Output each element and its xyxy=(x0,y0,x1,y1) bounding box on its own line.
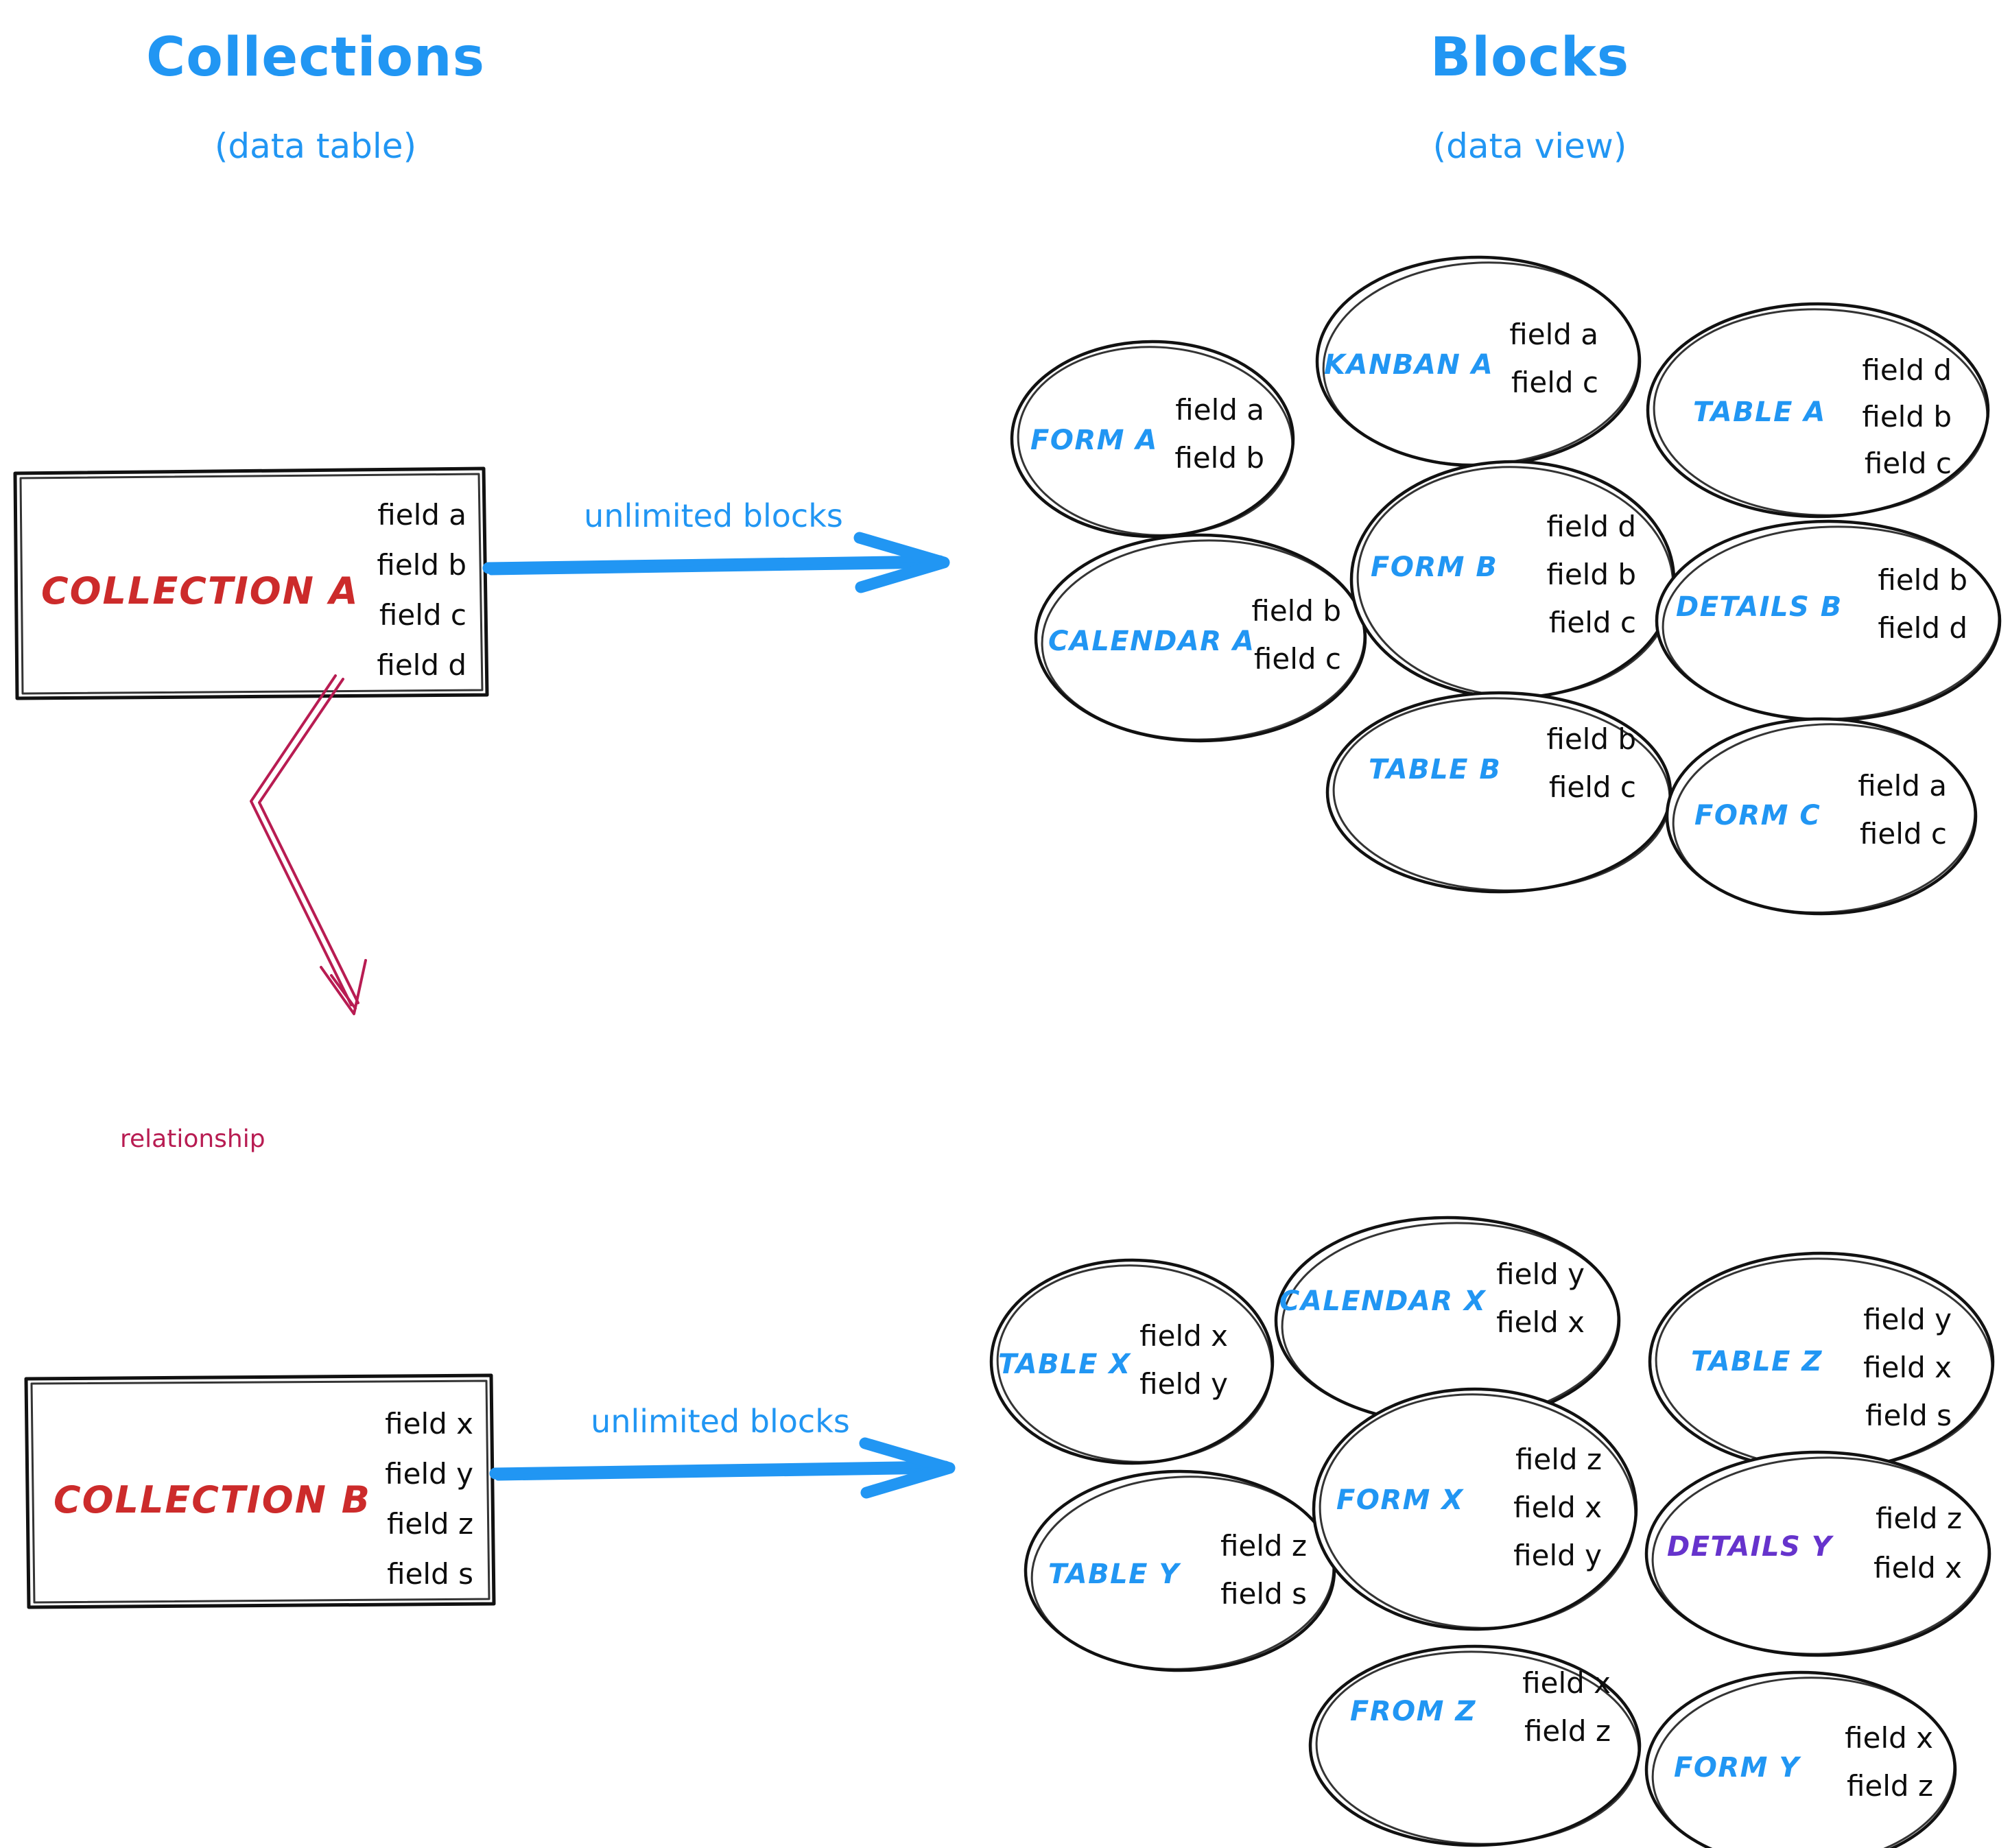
arrow-label-top: unlimited blocks xyxy=(584,497,843,534)
block-calendar-x-field-1: field x xyxy=(1496,1305,1585,1339)
block-label-table-a: TABLE A xyxy=(1693,396,1826,428)
relationship-label: relationship xyxy=(120,1125,265,1153)
block-label-table-z: TABLE Z xyxy=(1691,1346,1823,1377)
block-details-b-field-0: field b xyxy=(1878,563,1967,597)
block-table-y-field-0: field z xyxy=(1220,1529,1307,1563)
block-table-y-field-1: field s xyxy=(1220,1577,1307,1611)
block-label-form-a: FORM A xyxy=(1030,425,1158,456)
block-form-c-field-0: field a xyxy=(1858,769,1947,803)
collection-a-field-2: field c xyxy=(379,598,466,632)
block-form-b-field-0: field d xyxy=(1546,510,1636,543)
block-label-form-c: FORM C xyxy=(1694,800,1821,831)
block-kanban-a-field-1: field c xyxy=(1511,366,1598,399)
unlimited-blocks-arrow-bottom xyxy=(489,1437,956,1499)
block-table-x-field-1: field y xyxy=(1139,1367,1228,1401)
ellipse-calendar-a xyxy=(1034,533,1367,743)
block-details-y-field-1: field x xyxy=(1873,1551,1962,1585)
ellipse-form-a xyxy=(1010,340,1295,538)
block-table-a-field-0: field d xyxy=(1862,353,1952,387)
block-table-b-field-0: field b xyxy=(1546,722,1636,756)
block-table-z-field-2: field s xyxy=(1865,1399,1952,1432)
block-form-x-field-2: field y xyxy=(1513,1539,1602,1572)
block-form-b-field-1: field b xyxy=(1546,558,1636,591)
block-details-y-field-0: field z xyxy=(1876,1502,1962,1535)
block-label-table-b: TABLE B xyxy=(1369,754,1501,785)
block-table-a-field-2: field c xyxy=(1865,447,1952,480)
ellipse-from-z xyxy=(1308,1644,1642,1847)
block-table-z-field-0: field y xyxy=(1863,1303,1952,1336)
collection-a-box xyxy=(13,466,489,700)
block-table-z-field-1: field x xyxy=(1863,1351,1952,1384)
collection-b-field-0: field x xyxy=(385,1407,473,1441)
block-label-details-y: DETAILS Y xyxy=(1667,1531,1834,1563)
ellipse-form-y xyxy=(1644,1670,1957,1848)
ellipse-calendar-x xyxy=(1274,1216,1621,1425)
block-form-a-field-0: field a xyxy=(1175,393,1264,427)
block-label-kanban-a: KANBAN A xyxy=(1324,349,1493,381)
ellipse-form-x xyxy=(1312,1387,1638,1631)
block-from-z-field-0: field x xyxy=(1522,1666,1611,1700)
block-from-z-field-1: field z xyxy=(1524,1714,1611,1748)
block-form-a-field-1: field b xyxy=(1174,441,1264,475)
collection-b-box xyxy=(24,1373,496,1609)
header-right-subtitle: (data view) xyxy=(1433,126,1627,166)
collection-a-field-3: field d xyxy=(377,648,466,682)
unlimited-blocks-arrow-top xyxy=(482,532,950,593)
block-table-x-field-0: field x xyxy=(1139,1319,1228,1353)
relationship-arrow xyxy=(250,674,367,1015)
arrow-label-bottom: unlimited blocks xyxy=(591,1403,850,1440)
block-details-b-field-1: field d xyxy=(1878,611,1967,645)
block-form-x-field-0: field z xyxy=(1515,1443,1602,1476)
collection-a-field-0: field a xyxy=(377,498,466,532)
ellipse-details-b xyxy=(1655,519,2002,722)
block-label-details-b: DETAILS B xyxy=(1676,591,1843,623)
collection-a-name: COLLECTION A xyxy=(41,569,359,613)
block-label-table-y: TABLE Y xyxy=(1048,1559,1181,1590)
block-label-table-x: TABLE X xyxy=(998,1349,1131,1380)
header-left-title: Collections xyxy=(146,27,485,88)
collection-b-field-1: field y xyxy=(385,1457,473,1491)
block-table-a-field-1: field b xyxy=(1862,400,1952,434)
block-label-form-y: FORM Y xyxy=(1674,1752,1801,1784)
ellipse-details-y xyxy=(1644,1450,1991,1657)
ellipse-table-a xyxy=(1646,302,1990,519)
block-label-form-b: FORM B xyxy=(1371,552,1498,583)
block-form-c-field-1: field c xyxy=(1860,817,1947,851)
block-form-y-field-1: field z xyxy=(1847,1769,1933,1803)
block-label-form-x: FORM X xyxy=(1336,1484,1464,1516)
collection-b-field-2: field z xyxy=(387,1507,473,1541)
header-left-subtitle: (data table) xyxy=(215,126,416,166)
ellipse-table-y xyxy=(1024,1469,1336,1672)
block-label-calendar-x: CALENDAR X xyxy=(1279,1286,1487,1317)
block-table-b-field-1: field c xyxy=(1549,770,1636,804)
collection-b-field-3: field s xyxy=(387,1557,473,1591)
ellipse-form-c xyxy=(1665,717,1978,916)
ellipse-table-x xyxy=(989,1258,1275,1465)
collection-a-field-1: field b xyxy=(377,548,466,582)
block-form-x-field-1: field x xyxy=(1513,1491,1602,1524)
collection-b-name: COLLECTION B xyxy=(54,1478,371,1521)
header-right-title: Blocks xyxy=(1430,27,1629,88)
block-calendar-a-field-0: field b xyxy=(1251,594,1341,628)
block-kanban-a-field-0: field a xyxy=(1509,318,1598,351)
block-calendar-a-field-1: field c xyxy=(1254,642,1341,676)
block-form-y-field-0: field x xyxy=(1845,1721,1933,1755)
block-form-b-field-2: field c xyxy=(1549,606,1636,639)
block-calendar-x-field-0: field y xyxy=(1496,1257,1585,1291)
block-label-from-z: FROM Z xyxy=(1350,1696,1476,1727)
block-label-calendar-a: CALENDAR A xyxy=(1048,626,1255,657)
